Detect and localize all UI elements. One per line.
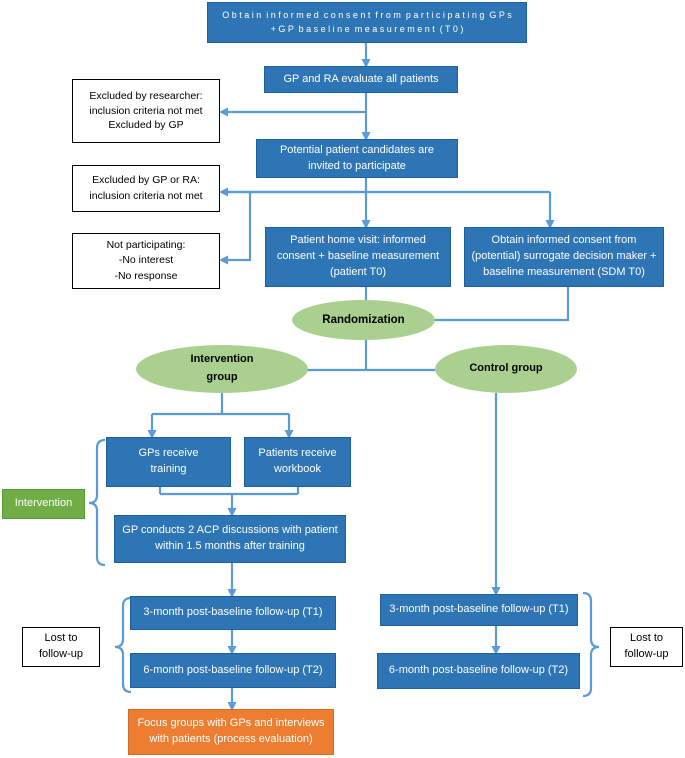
ctrl-followup-t2-box: 6-month post-baseline follow-up (T2) xyxy=(377,653,580,689)
intervention-label-text: Intervention xyxy=(14,497,73,510)
potential-candidates-box: Potential patient candidates are invited… xyxy=(256,139,458,178)
not-participating-line-3: -No response xyxy=(114,269,178,282)
consent-sdm-line-3: baseline measurement (SDM T0) xyxy=(483,265,645,278)
intervention-group-line-1: Intervention xyxy=(190,353,254,366)
gps-training-box: GPs receive training xyxy=(106,437,231,487)
excluded-researcher-line-4: Excluded by GP xyxy=(108,119,184,132)
patients-workbook-line-2: workbook xyxy=(273,463,322,475)
excluded-researcher-box: Excluded by researcher: inclusion criter… xyxy=(72,79,220,143)
lost-right-box: Lost to follow-up xyxy=(610,627,683,667)
excluded-gp-ra-line-1: Excluded by GP or RA: xyxy=(92,174,200,187)
int-followup-t1-text: 3-month post-baseline follow-up (T1) xyxy=(143,606,323,619)
intervention-label-box: Intervention xyxy=(2,489,85,519)
lost-left-line-1: Lost to xyxy=(44,632,78,645)
patient-home-visit-line-1: Patient home visit: informed xyxy=(290,234,426,247)
consent-gps-line-1: O b t a i n i n f o r m e d c o n s e n … xyxy=(222,10,512,21)
lost-right-line-2: follow-up xyxy=(624,648,669,660)
control-group-ellipse: Control group xyxy=(435,345,577,393)
lost-left-line-2: follow-up xyxy=(38,648,84,660)
int-followup-t2-text: 6-month post-baseline follow-up (T2) xyxy=(143,663,323,676)
gps-training-line-1: GPs receive xyxy=(138,447,199,460)
acp-discussions-line-2: within 1.5 months after training xyxy=(155,540,305,552)
acp-discussions-line-1: GP conducts 2 ACP discussions with patie… xyxy=(122,524,338,537)
not-participating-box: Not participating: -No interest -No resp… xyxy=(72,233,220,289)
consent-sdm-box: Obtain informed consent from (potential)… xyxy=(464,227,664,287)
patients-workbook-line-1: Patients receive xyxy=(258,447,337,460)
int-followup-t2-box: 6-month post-baseline follow-up (T2) xyxy=(130,653,336,688)
excluded-gp-ra-line-2: inclusion criteria not met xyxy=(89,189,203,202)
gp-ra-evaluate-text: GP and RA evaluate all patients xyxy=(283,72,439,85)
potential-candidates-line-1: Potential patient candidates are xyxy=(279,143,435,156)
lost-right-brace xyxy=(582,591,600,698)
focus-groups-line-1: Focus groups with GPs and interviews xyxy=(137,717,325,730)
randomization-ellipse: Randomization xyxy=(292,300,435,340)
consent-gps-box: O b t a i n i n f o r m e d c o n s e n … xyxy=(207,2,527,43)
intervention-brace xyxy=(88,438,106,567)
ctrl-followup-t2-text: 6-month post-baseline follow-up (T2) xyxy=(388,664,569,677)
lost-left-box: Lost to follow-up xyxy=(22,627,100,667)
ctrl-followup-t1-text: 3-month post-baseline follow-up (T1) xyxy=(389,603,569,616)
patient-home-visit-line-3: (patient T0) xyxy=(329,265,387,278)
lost-left-brace xyxy=(114,596,132,694)
intervention-group-ellipse: Intervention group xyxy=(136,345,308,393)
excluded-gp-ra-box: Excluded by GP or RA: inclusion criteria… xyxy=(72,165,220,212)
ctrl-followup-t1-box: 3-month post-baseline follow-up (T1) xyxy=(380,594,578,626)
randomization-text: Randomization xyxy=(322,313,405,326)
intervention-group-line-2: group xyxy=(206,371,238,383)
patients-workbook-box: Patients receive workbook xyxy=(244,437,351,487)
gp-ra-evaluate-box: GP and RA evaluate all patients xyxy=(264,66,458,93)
acp-discussions-box: GP conducts 2 ACP discussions with patie… xyxy=(114,515,346,563)
line-sdm-to-randomization xyxy=(432,287,570,322)
not-participating-line-1: Not participating: xyxy=(106,239,186,252)
excluded-researcher-line-2: inclusion criteria not met xyxy=(89,104,203,117)
potential-candidates-line-2: invited to participate xyxy=(308,159,406,172)
gps-training-line-2: training xyxy=(150,463,187,475)
arrow-to-not-participating xyxy=(219,192,252,265)
focus-groups-box: Focus groups with GPs and interviews wit… xyxy=(128,709,334,755)
control-group-text: Control group xyxy=(469,362,543,375)
int-followup-t1-box: 3-month post-baseline follow-up (T1) xyxy=(130,596,336,630)
consent-sdm-line-1: Obtain informed consent from xyxy=(491,234,637,247)
lost-right-line-1: Lost to xyxy=(629,632,664,645)
excluded-researcher-line-1: Excluded by researcher: xyxy=(89,89,203,102)
focus-groups-line-2: with patients (process evaluation) xyxy=(149,733,313,745)
consent-gps-line-2: + G P b a s e l i n e m e a s u r e m e … xyxy=(270,23,464,34)
patient-home-visit-line-2: consent + baseline measurement xyxy=(276,250,440,263)
consent-sdm-line-2: (potential) surrogate decision maker + xyxy=(471,250,657,263)
patient-home-visit-box: Patient home visit: informed consent + b… xyxy=(265,227,451,287)
not-participating-line-2: -No interest xyxy=(118,254,174,267)
